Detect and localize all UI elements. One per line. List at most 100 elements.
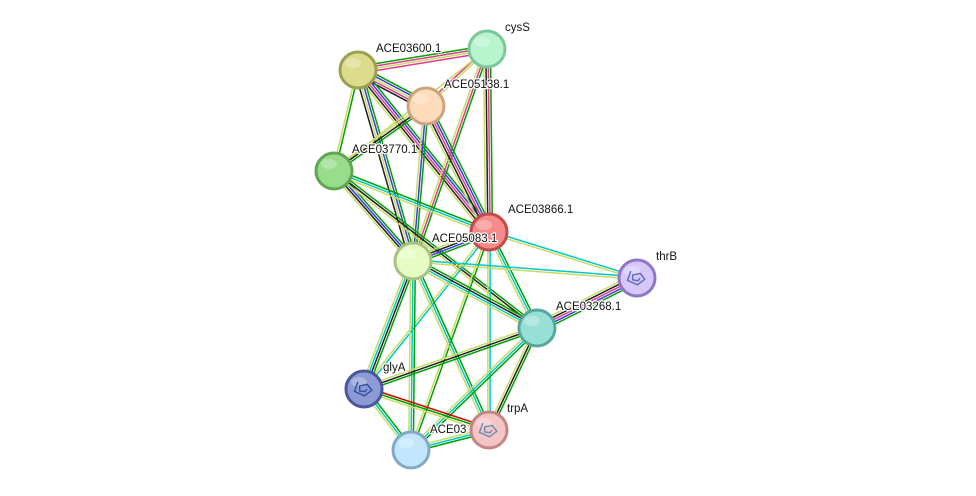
edge-glyA-trpA xyxy=(363,386,490,433)
node-highlight xyxy=(413,94,429,104)
structure-trace xyxy=(353,381,373,397)
edge-lane xyxy=(408,325,536,449)
edge-lane xyxy=(357,44,487,68)
node-highlight xyxy=(321,159,337,169)
edge-lane xyxy=(356,70,413,262)
edge-lane xyxy=(362,325,537,388)
edge-ACE05083.1-thrB xyxy=(412,259,638,280)
node-label: ACE05138.1 xyxy=(444,79,509,91)
node-highlight xyxy=(624,266,640,276)
node-circle[interactable] xyxy=(406,86,446,126)
edge-lane xyxy=(364,386,490,429)
edge-lane xyxy=(489,230,638,278)
edge-lane xyxy=(363,390,489,433)
edge-lane xyxy=(357,69,490,233)
node-highlight xyxy=(524,316,540,326)
node-highlight xyxy=(345,58,361,68)
edge-lane xyxy=(413,259,638,278)
node-circle[interactable] xyxy=(617,258,657,298)
node-highlight xyxy=(351,377,367,387)
edge-lane xyxy=(412,329,540,453)
edge-lane xyxy=(427,104,492,232)
edge-lane xyxy=(410,327,538,451)
node-circle[interactable] xyxy=(393,241,433,281)
edge-lane xyxy=(357,47,487,70)
edge-lane xyxy=(488,232,637,280)
edge-lane xyxy=(364,261,415,390)
edge-ACE03866.1-glyA xyxy=(362,230,491,391)
node-ACE03600.1[interactable] xyxy=(338,50,378,90)
edge-lane xyxy=(360,259,411,389)
node-label: glyA xyxy=(383,362,406,374)
edge-lane xyxy=(489,48,494,232)
protein-structure-icon xyxy=(478,422,498,438)
edge-lane xyxy=(362,230,489,389)
edge-lane xyxy=(353,70,411,263)
edge-lane xyxy=(363,327,538,390)
edge-lane xyxy=(412,261,637,280)
node-ACE03866.1[interactable] xyxy=(469,212,509,252)
node-circle[interactable] xyxy=(344,369,384,409)
edge-lane xyxy=(425,105,490,233)
labels-layer: ACE03600.1cysSACE05138.1ACE03770.1ACE038… xyxy=(351,21,679,437)
edge-lane xyxy=(414,259,492,430)
node-label: ACE03268.1 xyxy=(556,301,621,313)
edge-lane xyxy=(362,260,413,389)
node-highlight xyxy=(474,37,490,47)
node-circle[interactable] xyxy=(517,308,557,348)
node-label: ACE03866.1 xyxy=(508,204,573,216)
node-label: ACE03 xyxy=(430,424,466,436)
node-ACE03770.1[interactable] xyxy=(314,151,354,191)
node-cysS[interactable] xyxy=(467,29,507,69)
node-highlight xyxy=(398,438,414,448)
node-ACE03268.1[interactable] xyxy=(517,308,557,348)
node-label: thrB xyxy=(656,251,677,263)
protein-structure-icon xyxy=(353,381,373,397)
edge-lane xyxy=(330,172,411,264)
node-highlight xyxy=(476,220,492,230)
node-circle[interactable] xyxy=(391,430,431,470)
node-thrB[interactable] xyxy=(617,258,657,298)
edge-lane xyxy=(423,106,488,234)
protein-structure-icon xyxy=(626,270,646,286)
node-circle[interactable] xyxy=(469,212,509,252)
edge-lane xyxy=(414,49,490,263)
edge-lane xyxy=(412,261,417,451)
node-highlight xyxy=(476,418,492,428)
edge-lane xyxy=(485,49,489,233)
structure-trace xyxy=(626,270,646,286)
edge-ACE05138.1-ACE03866.1 xyxy=(421,103,494,235)
edge-lane xyxy=(332,172,489,235)
node-circle[interactable] xyxy=(338,50,378,90)
node-circle[interactable] xyxy=(467,29,507,69)
edge-ACE05083.1-trpA xyxy=(410,259,492,432)
node-label: ACE03600.1 xyxy=(376,43,441,55)
edge-ACE05083.1-glyA xyxy=(360,259,417,391)
edge-ACE03268.1-ACE03 xyxy=(408,325,540,453)
edge-lane xyxy=(410,261,488,432)
edge-lane xyxy=(364,232,491,391)
node-trpA[interactable] xyxy=(469,410,509,450)
edge-ACE03600.1-cysS xyxy=(357,44,488,75)
node-circle[interactable] xyxy=(314,151,354,191)
node-ACE03[interactable] xyxy=(391,430,431,470)
edge-ACE03268.1-glyA xyxy=(362,325,539,392)
edge-lane xyxy=(366,261,417,391)
edge-lane xyxy=(334,168,491,231)
edge-ACE03866.1-trpA xyxy=(487,232,491,430)
edge-lane xyxy=(412,260,490,431)
edge-ACE03770.1-ACE03866.1 xyxy=(332,168,491,235)
edge-lane xyxy=(358,51,488,75)
node-glyA[interactable] xyxy=(344,369,384,409)
edge-lane xyxy=(333,170,490,233)
edge-lane xyxy=(363,388,490,431)
edge-lane xyxy=(407,260,412,450)
edge-lane xyxy=(410,260,414,451)
node-ACE05138.1[interactable] xyxy=(406,86,446,126)
node-circle[interactable] xyxy=(469,410,509,450)
edge-lane xyxy=(412,261,537,330)
edge-ACE05083.1-ACE03 xyxy=(407,260,417,451)
node-ACE05083.1[interactable] xyxy=(393,241,433,281)
edge-lane xyxy=(411,263,536,332)
